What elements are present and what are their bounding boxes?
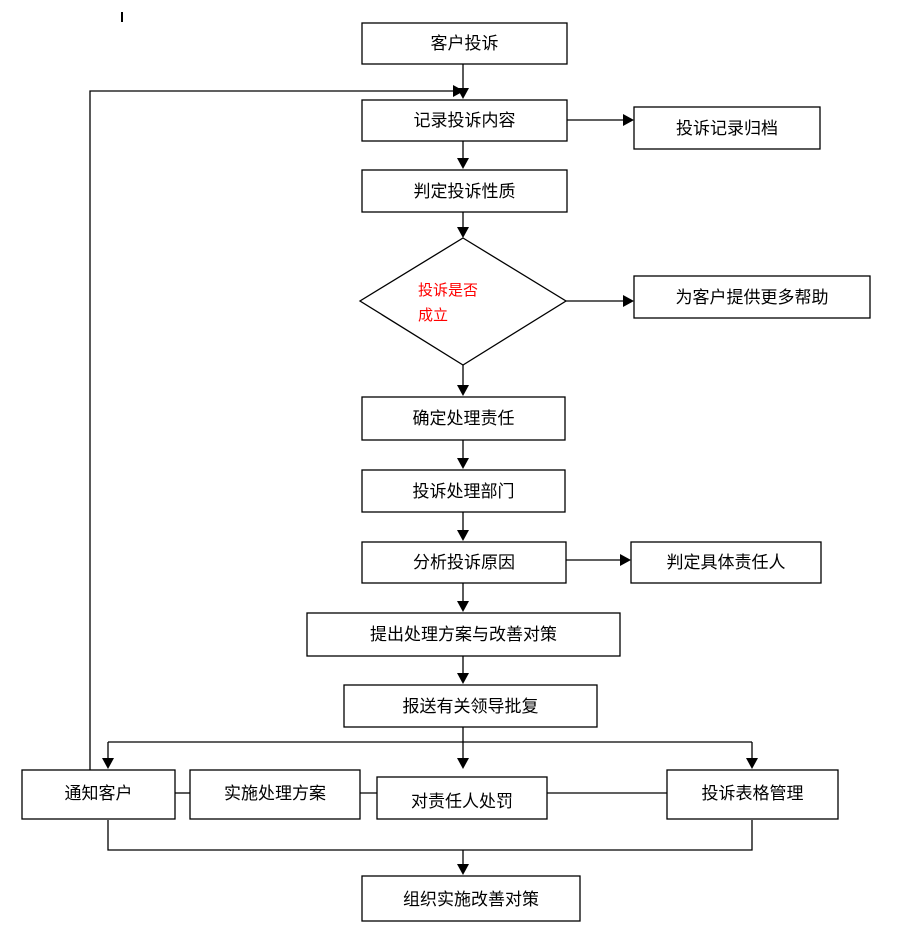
arrowhead (457, 458, 469, 469)
node-label: 投诉处理部门 (413, 482, 515, 502)
node-label: 客户投诉 (431, 34, 499, 54)
node-punish-person: 对责任人处罚 (376, 776, 548, 820)
node-analyze-cause: 分析投诉原因 (361, 541, 567, 584)
node-handling-department: 投诉处理部门 (361, 469, 566, 513)
edge-feedback-loop (89, 90, 455, 770)
arrowhead (453, 85, 464, 97)
arrowhead (102, 758, 114, 769)
node-determine-nature: 判定投诉性质 (361, 169, 568, 213)
arrowhead (746, 758, 758, 769)
node-identify-person: 判定具体责任人 (630, 541, 822, 584)
node-label: 记录投诉内容 (414, 111, 516, 131)
arrowhead (457, 227, 469, 238)
arrowhead (623, 295, 634, 307)
node-label: 判定投诉性质 (414, 182, 516, 202)
node-label: 投诉记录归档 (676, 119, 778, 139)
node-label: 确定处理责任 (413, 409, 515, 429)
node-label: 报送有关领导批复 (403, 697, 539, 717)
node-label: 实施处理方案 (224, 784, 326, 804)
node-customer-complaint: 客户投诉 (361, 22, 568, 65)
node-record-content: 记录投诉内容 (361, 99, 568, 142)
arrowhead (620, 554, 631, 566)
arrowhead (457, 385, 469, 396)
node-label: 通知客户 (65, 784, 133, 804)
node-archive-record: 投诉记录归档 (633, 106, 821, 150)
node-propose-plan: 提出处理方案与改善对策 (306, 612, 621, 657)
node-organize-improvement: 组织实施改善对策 (361, 875, 581, 922)
arrowhead (457, 864, 469, 875)
node-label: 判定具体责任人 (667, 553, 786, 573)
node-label: 为客户提供更多帮助 (676, 288, 829, 308)
node-label: 提出处理方案与改善对策 (370, 625, 557, 645)
node-label: 对责任人处罚 (411, 792, 513, 812)
node-label: 组织实施改善对策 (403, 890, 539, 910)
node-label: 投诉表格管理 (702, 784, 804, 804)
arrowhead (457, 673, 469, 684)
node-decision: 投诉是否 成立 (358, 237, 568, 366)
node-form-management: 投诉表格管理 (666, 769, 839, 820)
arrowhead (457, 530, 469, 541)
decision-label-line2: 成立 (418, 306, 448, 324)
decision-label-line1: 投诉是否 (418, 281, 478, 299)
node-label: 分析投诉原因 (413, 553, 515, 573)
node-implement-plan: 实施处理方案 (189, 769, 361, 820)
arrowhead (623, 114, 634, 126)
node-report-leader: 报送有关领导批复 (343, 684, 598, 728)
node-notify-customer: 通知客户 (21, 769, 176, 820)
arrowhead (457, 158, 469, 169)
arrowhead (457, 601, 469, 612)
node-determine-responsibility: 确定处理责任 (361, 396, 566, 441)
arrowhead (457, 758, 469, 769)
node-more-help: 为客户提供更多帮助 (633, 275, 871, 319)
edge-merge-bottom (107, 820, 753, 851)
